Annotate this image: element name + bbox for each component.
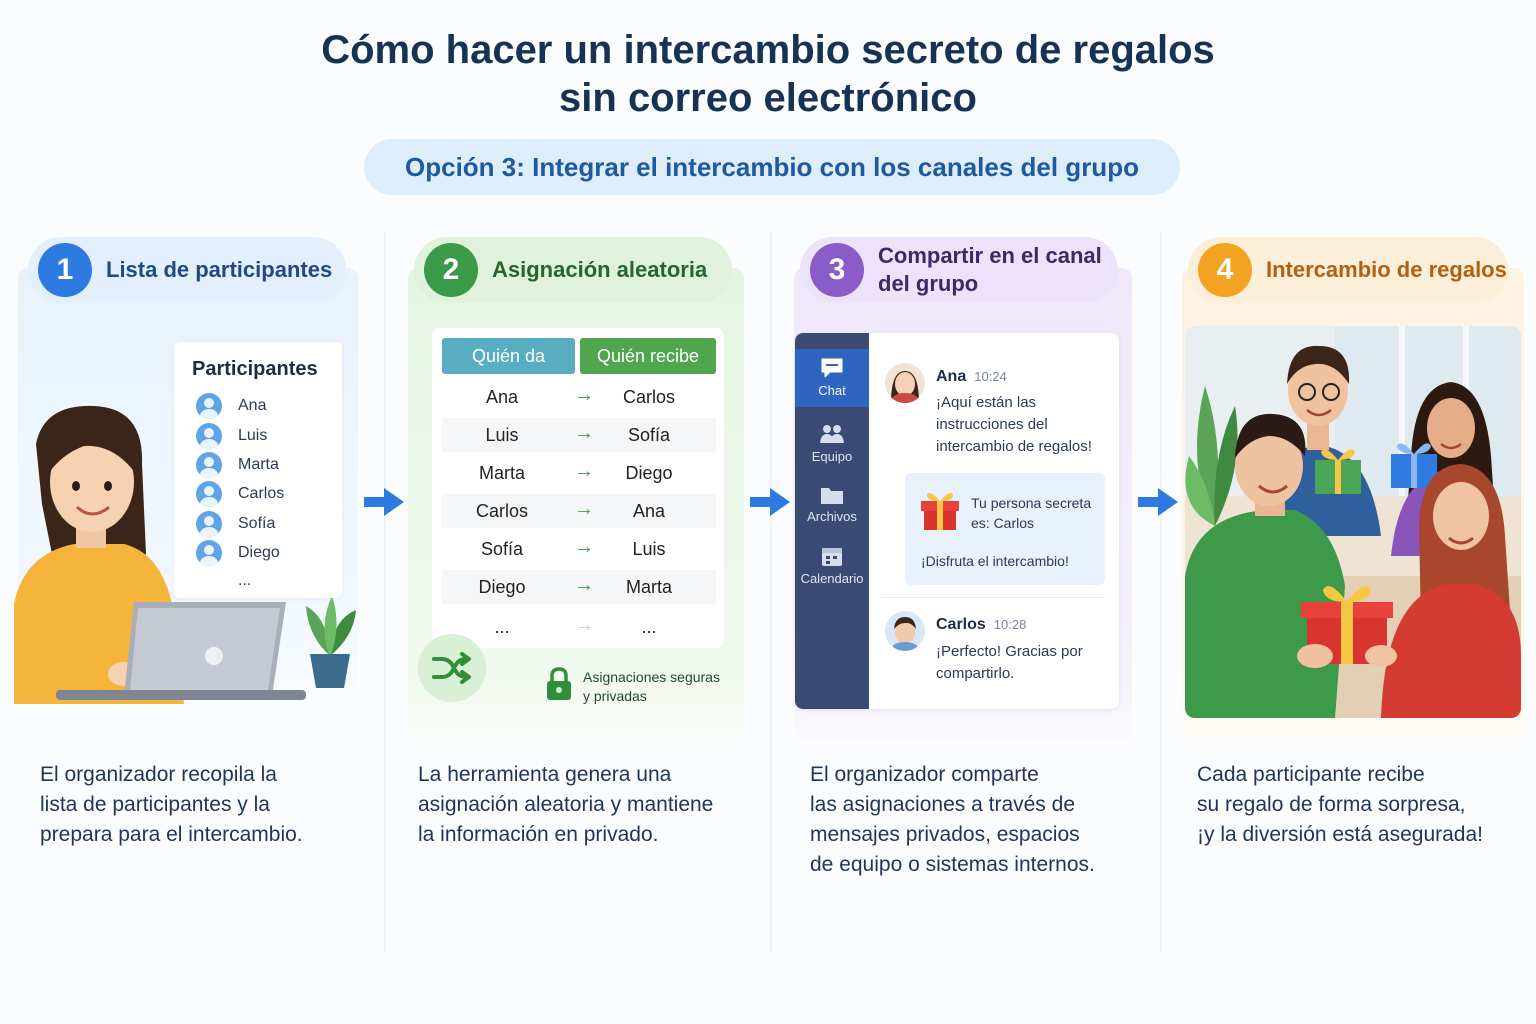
participant-item: Ana — [196, 392, 266, 420]
avatar — [885, 611, 925, 651]
option-subtitle: Opción 3: Integrar el intercambio con lo… — [364, 139, 1180, 195]
step-2-number: 2 — [424, 243, 478, 297]
enjoy-text: ¡Disfruta el intercambio! — [921, 553, 1069, 569]
user-icon — [196, 511, 222, 537]
step-1-title: Lista de participantes — [106, 257, 333, 282]
table-row: Ana→Carlos — [485, 384, 675, 407]
table-row: Marta→Diego — [478, 460, 673, 483]
step-3-number: 3 — [810, 243, 864, 297]
participant-item: Marta — [196, 451, 279, 479]
organizer-illustration — [14, 405, 306, 704]
message-time: 10:24 — [974, 369, 1007, 384]
secret-person-card: Tu persona secreta es: Carlos ¡Disfruta … — [905, 473, 1105, 585]
gift-exchange-illustration — [1185, 326, 1521, 718]
page-title: Cómo hacer un intercambio secreto de reg… — [0, 26, 1536, 122]
step-2-title: Asignación aleatoria — [492, 257, 708, 282]
chat-sidebar: Chat Equipo Archivos Calendario — [795, 333, 869, 709]
assignment-table: Quién da Quién recibe Ana→Carlos Luis→So… — [432, 328, 724, 648]
message-text: ¡Aquí están las instrucciones del interc… — [936, 394, 1092, 455]
arrow-right-icon — [1138, 488, 1178, 516]
message-text: ¡Perfecto! Gracias por compartirlo. — [936, 643, 1083, 682]
table-row: Carlos→Ana — [442, 494, 716, 528]
table-row: ...→... — [494, 614, 657, 637]
sidebar-item-archivos[interactable]: Archivos — [795, 485, 869, 535]
user-icon — [196, 481, 222, 507]
column-divider — [770, 232, 772, 952]
arrow-icon: → — [574, 384, 594, 406]
step-4-header: 4 Intercambio de regalos — [1188, 237, 1508, 303]
chat-icon — [821, 358, 843, 378]
user-icon — [196, 452, 222, 478]
avatar — [885, 363, 925, 403]
step-3-description: El organizador comparte las asignaciones… — [810, 763, 1095, 876]
arrow-icon: → — [574, 536, 594, 558]
step-4-number: 4 — [1198, 243, 1252, 297]
message-divider — [881, 597, 1105, 598]
participants-more: ... — [238, 572, 252, 589]
step-3-title: Compartir en el canal del grupo — [878, 243, 1102, 296]
plant-illustration — [306, 596, 356, 688]
sidebar-item-equipo[interactable]: Equipo — [795, 423, 869, 473]
title-line-1: Cómo hacer un intercambio secreto de reg… — [321, 28, 1215, 72]
step-3-header: 3 Compartir en el canal del grupo — [800, 237, 1118, 303]
participant-item: Luis — [196, 422, 267, 450]
column-divider — [384, 232, 386, 952]
user-icon — [196, 393, 222, 419]
arrow-icon: → — [574, 460, 594, 482]
table-row: Luis→Sofía — [442, 418, 716, 452]
secure-assignments-label: Asignaciones seguras y privadas — [583, 669, 720, 704]
participant-item: Sofía — [196, 510, 275, 538]
folder-icon — [821, 488, 843, 504]
user-icon — [196, 423, 222, 449]
arrow-icon: → — [574, 614, 594, 636]
step-2-description: La herramienta genera una asignación ale… — [418, 763, 714, 846]
column-header-receiver: Quién recibe — [580, 338, 716, 374]
secret-person-text: Tu persona secreta es: Carlos — [971, 495, 1092, 531]
column-divider — [1160, 232, 1162, 952]
table-row: Sofía→Luis — [480, 536, 666, 559]
shuffle-icon — [418, 634, 486, 702]
step-1-description: El organizador recopila la lista de part… — [40, 763, 303, 846]
participant-item: Diego — [196, 539, 280, 567]
arrow-icon: → — [574, 574, 594, 596]
sidebar-item-chat[interactable]: Chat — [795, 349, 869, 407]
column-header-giver: Quién da — [442, 338, 575, 374]
participants-heading: Participantes — [192, 358, 318, 380]
user-icon — [196, 540, 222, 566]
step-2-header: 2 Asignación aleatoria — [414, 237, 732, 303]
message-time: 10:28 — [993, 617, 1027, 632]
step-4-title: Intercambio de regalos — [1266, 257, 1507, 282]
lock-icon — [547, 667, 571, 700]
participant-item: Carlos — [196, 480, 284, 508]
step-1-header: 1 Lista de participantes — [28, 237, 346, 303]
sidebar-item-calendario[interactable]: Calendario — [795, 545, 869, 595]
gift-icon — [921, 493, 959, 530]
arrow-icon: → — [574, 498, 594, 520]
calendar-icon — [822, 548, 842, 566]
arrow-right-icon — [364, 488, 404, 516]
team-icon — [820, 425, 844, 443]
title-line-2: sin correo electrónico — [559, 76, 977, 120]
arrow-icon: → — [574, 422, 594, 444]
step-1-number: 1 — [38, 243, 92, 297]
step-4-description: Cada participante recibe su regalo de fo… — [1197, 763, 1483, 846]
arrow-right-icon — [750, 488, 790, 516]
table-row: Diego→Marta — [442, 570, 716, 604]
